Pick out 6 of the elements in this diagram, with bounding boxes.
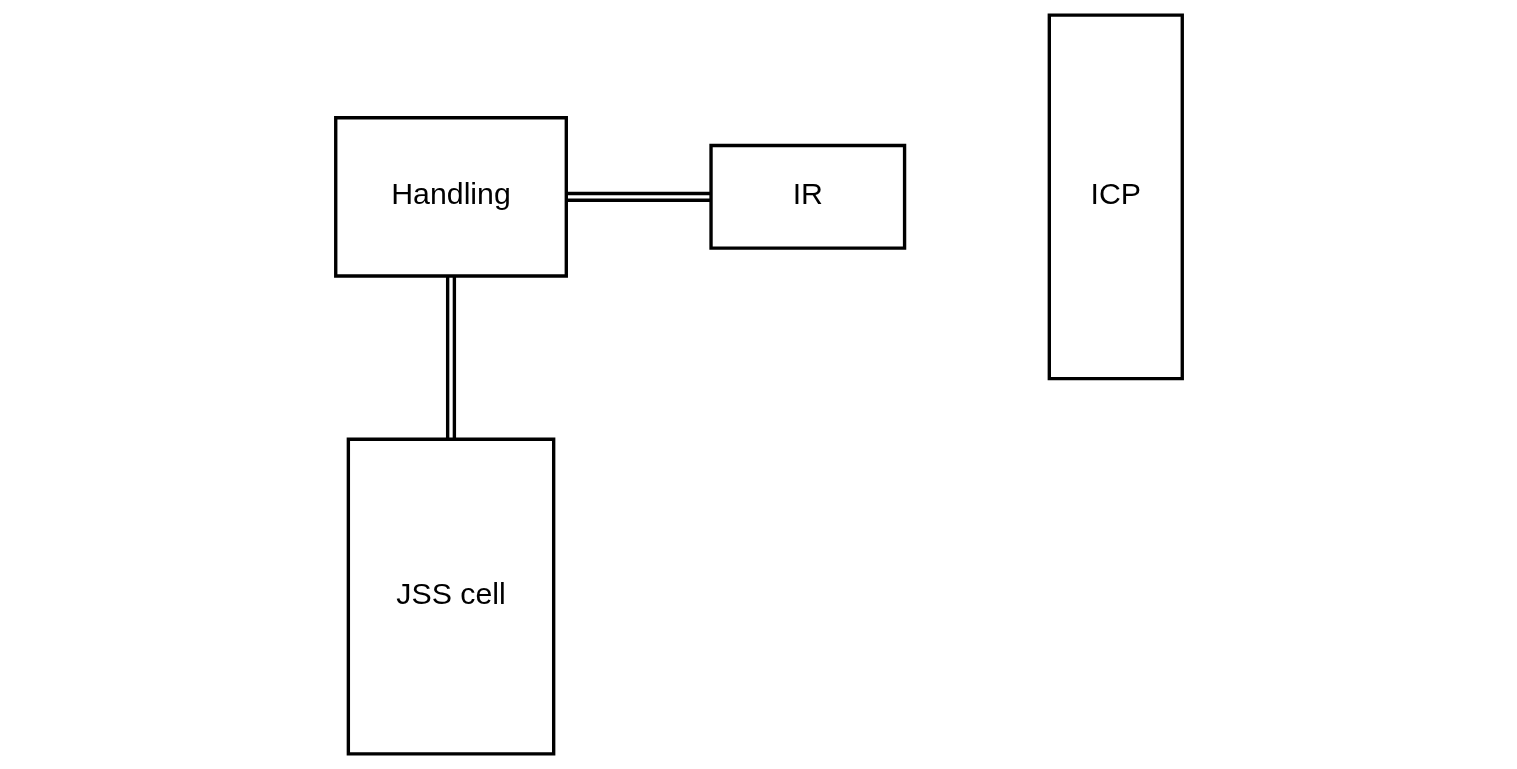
- node-box: Handling: [333, 116, 568, 278]
- connector: [566, 191, 711, 202]
- connector: [445, 276, 456, 439]
- node-box: IR: [708, 143, 906, 250]
- node-box: JSS cell: [346, 437, 555, 756]
- node-box: ICP: [1047, 13, 1184, 381]
